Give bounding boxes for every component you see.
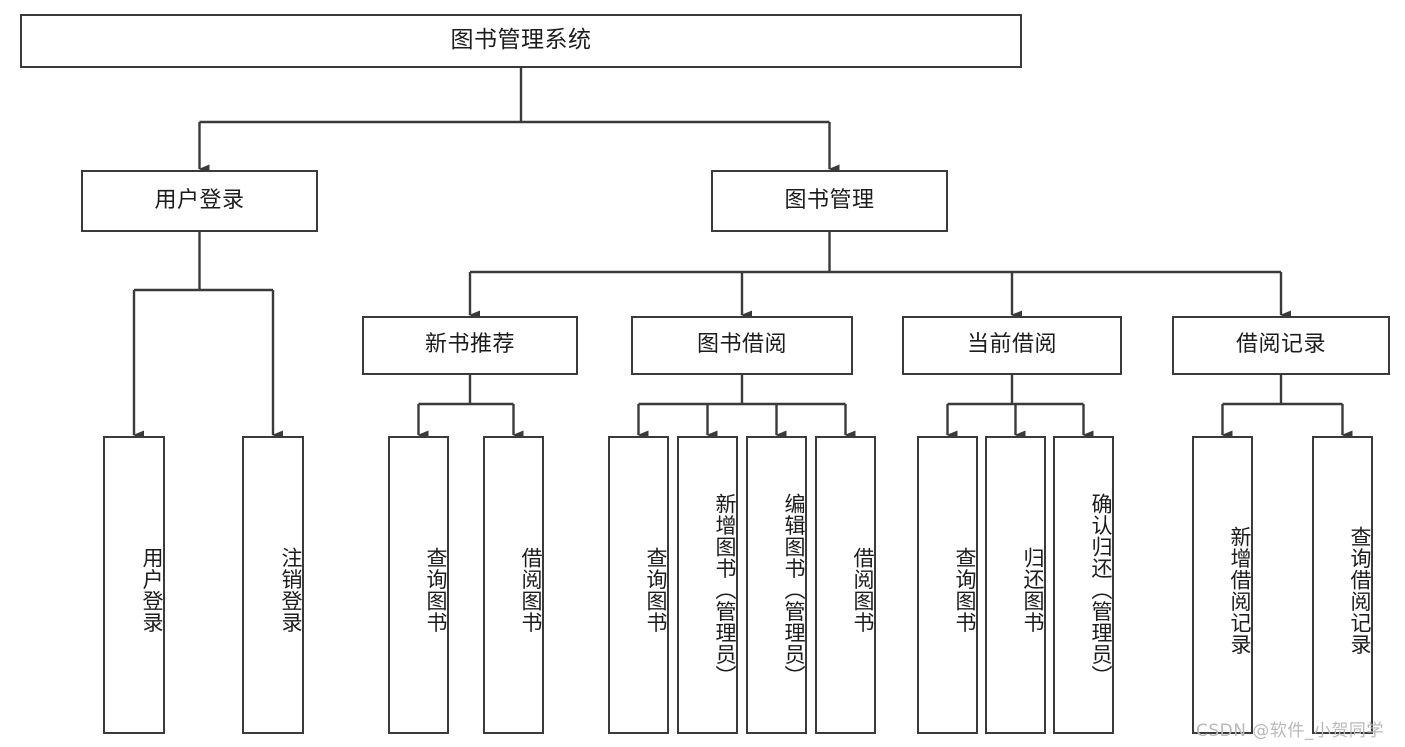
leaf-query-book-current[interactable]: 查询图书 [917,436,978,734]
node-label: 归还图书 [1021,547,1045,633]
leaf-user-login[interactable]: 用户登录 [103,436,165,734]
leaf-query-book-recommend[interactable]: 查询图书 [388,436,449,734]
node-label: 查询借阅记录 [1348,525,1372,655]
node-label: 借阅图书 [519,547,543,633]
node-label: 当前借阅 [966,332,1057,358]
node-label: 查询图书 [953,547,977,633]
leaf-return-book[interactable]: 归还图书 [985,436,1046,734]
node-label: 图书管理 [784,187,875,213]
node-label: 新书推荐 [424,332,515,358]
node-root[interactable]: 图书管理系统 [20,14,1022,68]
leaf-edit-book-admin[interactable]: 编辑图书（管理员） [746,436,807,734]
node-label: 确认归还（管理员） [1089,493,1113,687]
node-label: 查询图书 [424,547,448,633]
node-book-management[interactable]: 图书管理 [711,170,948,232]
node-label: 借阅记录 [1235,332,1326,358]
node-current-borrow[interactable]: 当前借阅 [902,316,1122,375]
node-book-borrow[interactable]: 图书借阅 [631,316,853,375]
leaf-borrow-book[interactable]: 借阅图书 [815,436,876,734]
csdn-watermark: CSDN @软件_小贺同学 [1196,721,1384,741]
leaf-borrow-book-recommend[interactable]: 借阅图书 [483,436,544,734]
leaf-confirm-return-admin[interactable]: 确认归还（管理员） [1053,436,1114,734]
leaf-add-book-admin[interactable]: 新增图书（管理员） [677,436,738,734]
node-label: 借阅图书 [851,547,875,633]
node-label: 注销登录 [279,547,303,633]
node-label: 用户登录 [154,187,245,213]
node-label: 新增借阅记录 [1228,525,1252,655]
node-label: 用户登录 [140,547,164,633]
node-label: 新增图书（管理员） [713,493,737,687]
node-label: 查询图书 [644,547,668,633]
node-label: 编辑图书（管理员） [782,493,806,687]
node-label: 图书管理系统 [450,27,592,54]
edge-paths [132,68,1353,440]
node-borrow-record[interactable]: 借阅记录 [1172,316,1390,375]
node-user-login[interactable]: 用户登录 [81,170,318,232]
leaf-query-borrow-record[interactable]: 查询借阅记录 [1312,436,1373,734]
node-new-book-recommend[interactable]: 新书推荐 [362,316,578,375]
leaf-add-borrow-record[interactable]: 新增借阅记录 [1192,436,1253,734]
node-label: 图书借阅 [696,332,787,358]
leaf-logout-login[interactable]: 注销登录 [242,436,304,734]
leaf-query-book-borrow[interactable]: 查询图书 [608,436,669,734]
